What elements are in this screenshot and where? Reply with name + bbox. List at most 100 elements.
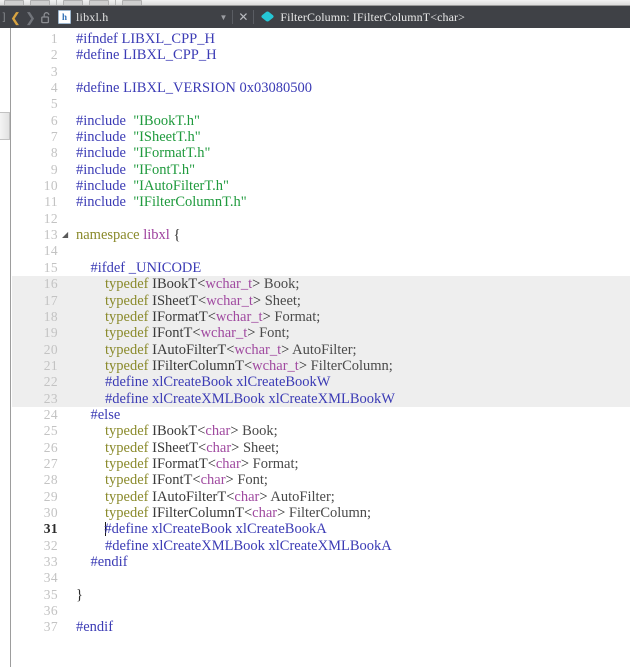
- line-number: 25: [43, 423, 58, 439]
- tab-dropdown-chevron-icon[interactable]: ▼: [219, 12, 228, 22]
- code-line[interactable]: 11#include "IFilterColumnT.h": [12, 194, 630, 210]
- code-token: Format;: [252, 455, 299, 472]
- unlocked-padlock-icon[interactable]: [38, 6, 55, 28]
- toolbar-button-3[interactable]: [63, 0, 83, 5]
- code-text: #include "ISheetT.h": [76, 129, 201, 145]
- code-token: }: [76, 586, 83, 603]
- code-line[interactable]: 31 #define xlCreateBook xlCreateBookA: [12, 521, 630, 537]
- code-line[interactable]: 18 typedef IFormatT<wchar_t> Format;: [12, 308, 630, 326]
- code-line[interactable]: 3: [12, 64, 630, 80]
- code-text: namespace libxl {: [76, 227, 180, 243]
- code-token: IAutoFilterT: [152, 488, 227, 505]
- code-line[interactable]: 30 typedef IFilterColumnT<char> FilterCo…: [12, 505, 630, 521]
- toolbar-button-5[interactable]: [122, 0, 142, 5]
- code-token: <: [207, 455, 216, 472]
- code-token: >: [247, 325, 260, 342]
- code-token: typedef: [105, 455, 153, 472]
- code-fold-toggle-icon[interactable]: ◢: [62, 230, 69, 240]
- code-line[interactable]: 14: [12, 243, 630, 259]
- code-text: typedef IBookT<char> Book;: [76, 423, 278, 439]
- line-number: 3: [50, 63, 58, 79]
- main-toolbar[interactable]: [0, 0, 630, 6]
- code-line[interactable]: 33 #endif: [12, 554, 630, 570]
- code-line[interactable]: 21 typedef IFilterColumnT<wchar_t> Filte…: [12, 357, 630, 375]
- navigate-back-icon[interactable]: ❮: [10, 9, 21, 25]
- code-line[interactable]: 2#define LIBXL_CPP_H: [12, 47, 630, 63]
- code-line[interactable]: 17 typedef ISheetT<wchar_t> Sheet;: [12, 292, 630, 309]
- line-number: 14: [43, 243, 58, 259]
- code-line[interactable]: 15 #ifdef _UNICODE: [12, 260, 630, 276]
- code-token: <: [198, 439, 207, 456]
- code-line[interactable]: 16 typedef IBookT<wchar_t> Book;: [12, 276, 630, 293]
- code-line[interactable]: 27 typedef IFormatT<char> Format;: [12, 456, 630, 472]
- code-token: >: [240, 455, 253, 472]
- code-token: libxl: [143, 227, 170, 244]
- code-text: typedef ISheetT<char> Sheet;: [76, 440, 279, 456]
- code-line[interactable]: 28 typedef IFontT<char> Font;: [12, 472, 630, 488]
- code-token: >: [225, 472, 238, 489]
- code-line[interactable]: 23 #define xlCreateXMLBook xlCreateXMLBo…: [12, 390, 630, 407]
- code-line[interactable]: 35}: [12, 587, 630, 603]
- code-line[interactable]: 8#include "IFormatT.h": [12, 145, 630, 161]
- toolbar-button-4[interactable]: [89, 0, 109, 5]
- code-line[interactable]: 5: [12, 96, 630, 112]
- code-line[interactable]: 25 typedef IBookT<char> Book;: [12, 423, 630, 439]
- code-token: typedef: [105, 292, 153, 309]
- code-line[interactable]: 26 typedef ISheetT<char> Sheet;: [12, 440, 630, 456]
- code-text: typedef IBookT<wchar_t> Book;: [76, 276, 299, 292]
- code-token: >: [231, 439, 243, 456]
- code-token: #define: [104, 521, 152, 538]
- code-token: wchar_t: [252, 357, 299, 374]
- dock-panel-tab-handle[interactable]: [0, 112, 10, 140]
- code-line[interactable]: 19 typedef IFontT<wchar_t> Font;: [12, 325, 630, 342]
- code-token: "ISheetT.h": [133, 129, 201, 146]
- code-token: >: [252, 292, 265, 309]
- code-token: xlCreateBook xlCreateBookW: [152, 374, 331, 391]
- code-token: {: [169, 227, 181, 244]
- code-line[interactable]: 6#include "IBookT.h": [12, 113, 630, 129]
- code-token: typedef: [105, 325, 153, 342]
- code-line[interactable]: 32 #define xlCreateXMLBook xlCreateXMLBo…: [12, 538, 630, 554]
- code-token: Font;: [259, 325, 290, 342]
- code-line[interactable]: 1#ifndef LIBXL_CPP_H: [12, 31, 630, 47]
- code-line[interactable]: 20 typedef IAutoFilterT<wchar_t> AutoFil…: [12, 341, 630, 358]
- code-line[interactable]: 29 typedef IAutoFilterT<char> AutoFilter…: [12, 489, 630, 505]
- code-token: ISheetT: [152, 439, 199, 456]
- navigate-forward-icon[interactable]: ❯: [25, 9, 36, 25]
- code-token: >: [252, 276, 264, 293]
- code-line[interactable]: 13◢namespace libxl {: [12, 227, 630, 243]
- code-line[interactable]: 37#endif: [12, 619, 630, 635]
- toolbar-button-1[interactable]: [4, 0, 24, 5]
- code-line[interactable]: 4#define LIBXL_VERSION 0x03080500: [12, 80, 630, 96]
- code-line[interactable]: 24 #else: [12, 407, 630, 423]
- code-token: Format;: [274, 308, 321, 325]
- code-line[interactable]: 9#include "IFontT.h": [12, 162, 630, 178]
- code-line[interactable]: 12: [12, 211, 630, 227]
- code-line[interactable]: 10#include "IAutoFilterT.h": [12, 178, 630, 194]
- code-text: #include "IFontT.h": [76, 162, 195, 178]
- code-token: >: [259, 488, 271, 505]
- code-token: LIBXL_CPP_H: [121, 31, 215, 47]
- close-tab-icon[interactable]: ✕: [238, 10, 249, 24]
- line-number: 24: [43, 406, 58, 422]
- breadcrumb[interactable]: FilterColumn: IFilterColumnT<char>: [256, 10, 465, 25]
- code-token: "IFontT.h": [133, 161, 196, 178]
- code-line[interactable]: 34: [12, 570, 630, 586]
- code-text: #define xlCreateXMLBook xlCreateXMLBookW: [76, 391, 395, 407]
- toolbar-button-2[interactable]: [30, 0, 50, 5]
- editor-tab-libxl-h[interactable]: h libxl.h: [55, 6, 108, 28]
- code-line[interactable]: 22 #define xlCreateBook xlCreateBookW: [12, 374, 630, 391]
- code-line[interactable]: 7#include "ISheetT.h": [12, 129, 630, 145]
- code-token: IFilterColumnT: [152, 357, 244, 374]
- tabbar-divider: [232, 10, 234, 24]
- code-token: FilterColumn;: [288, 504, 372, 521]
- tab-and-breadcrumb-bar: ] ❮ ❯ h libxl.h ▼ ✕ FilterColumn: IFilte…: [0, 6, 630, 28]
- code-token: LIBXL_CPP_H: [123, 47, 217, 64]
- code-token: <: [243, 357, 253, 374]
- code-token: #define: [105, 390, 153, 407]
- code-token: AutoFilter;: [270, 488, 335, 505]
- line-number: 18: [43, 308, 58, 324]
- code-line[interactable]: 36: [12, 603, 630, 619]
- code-token: >: [277, 504, 289, 521]
